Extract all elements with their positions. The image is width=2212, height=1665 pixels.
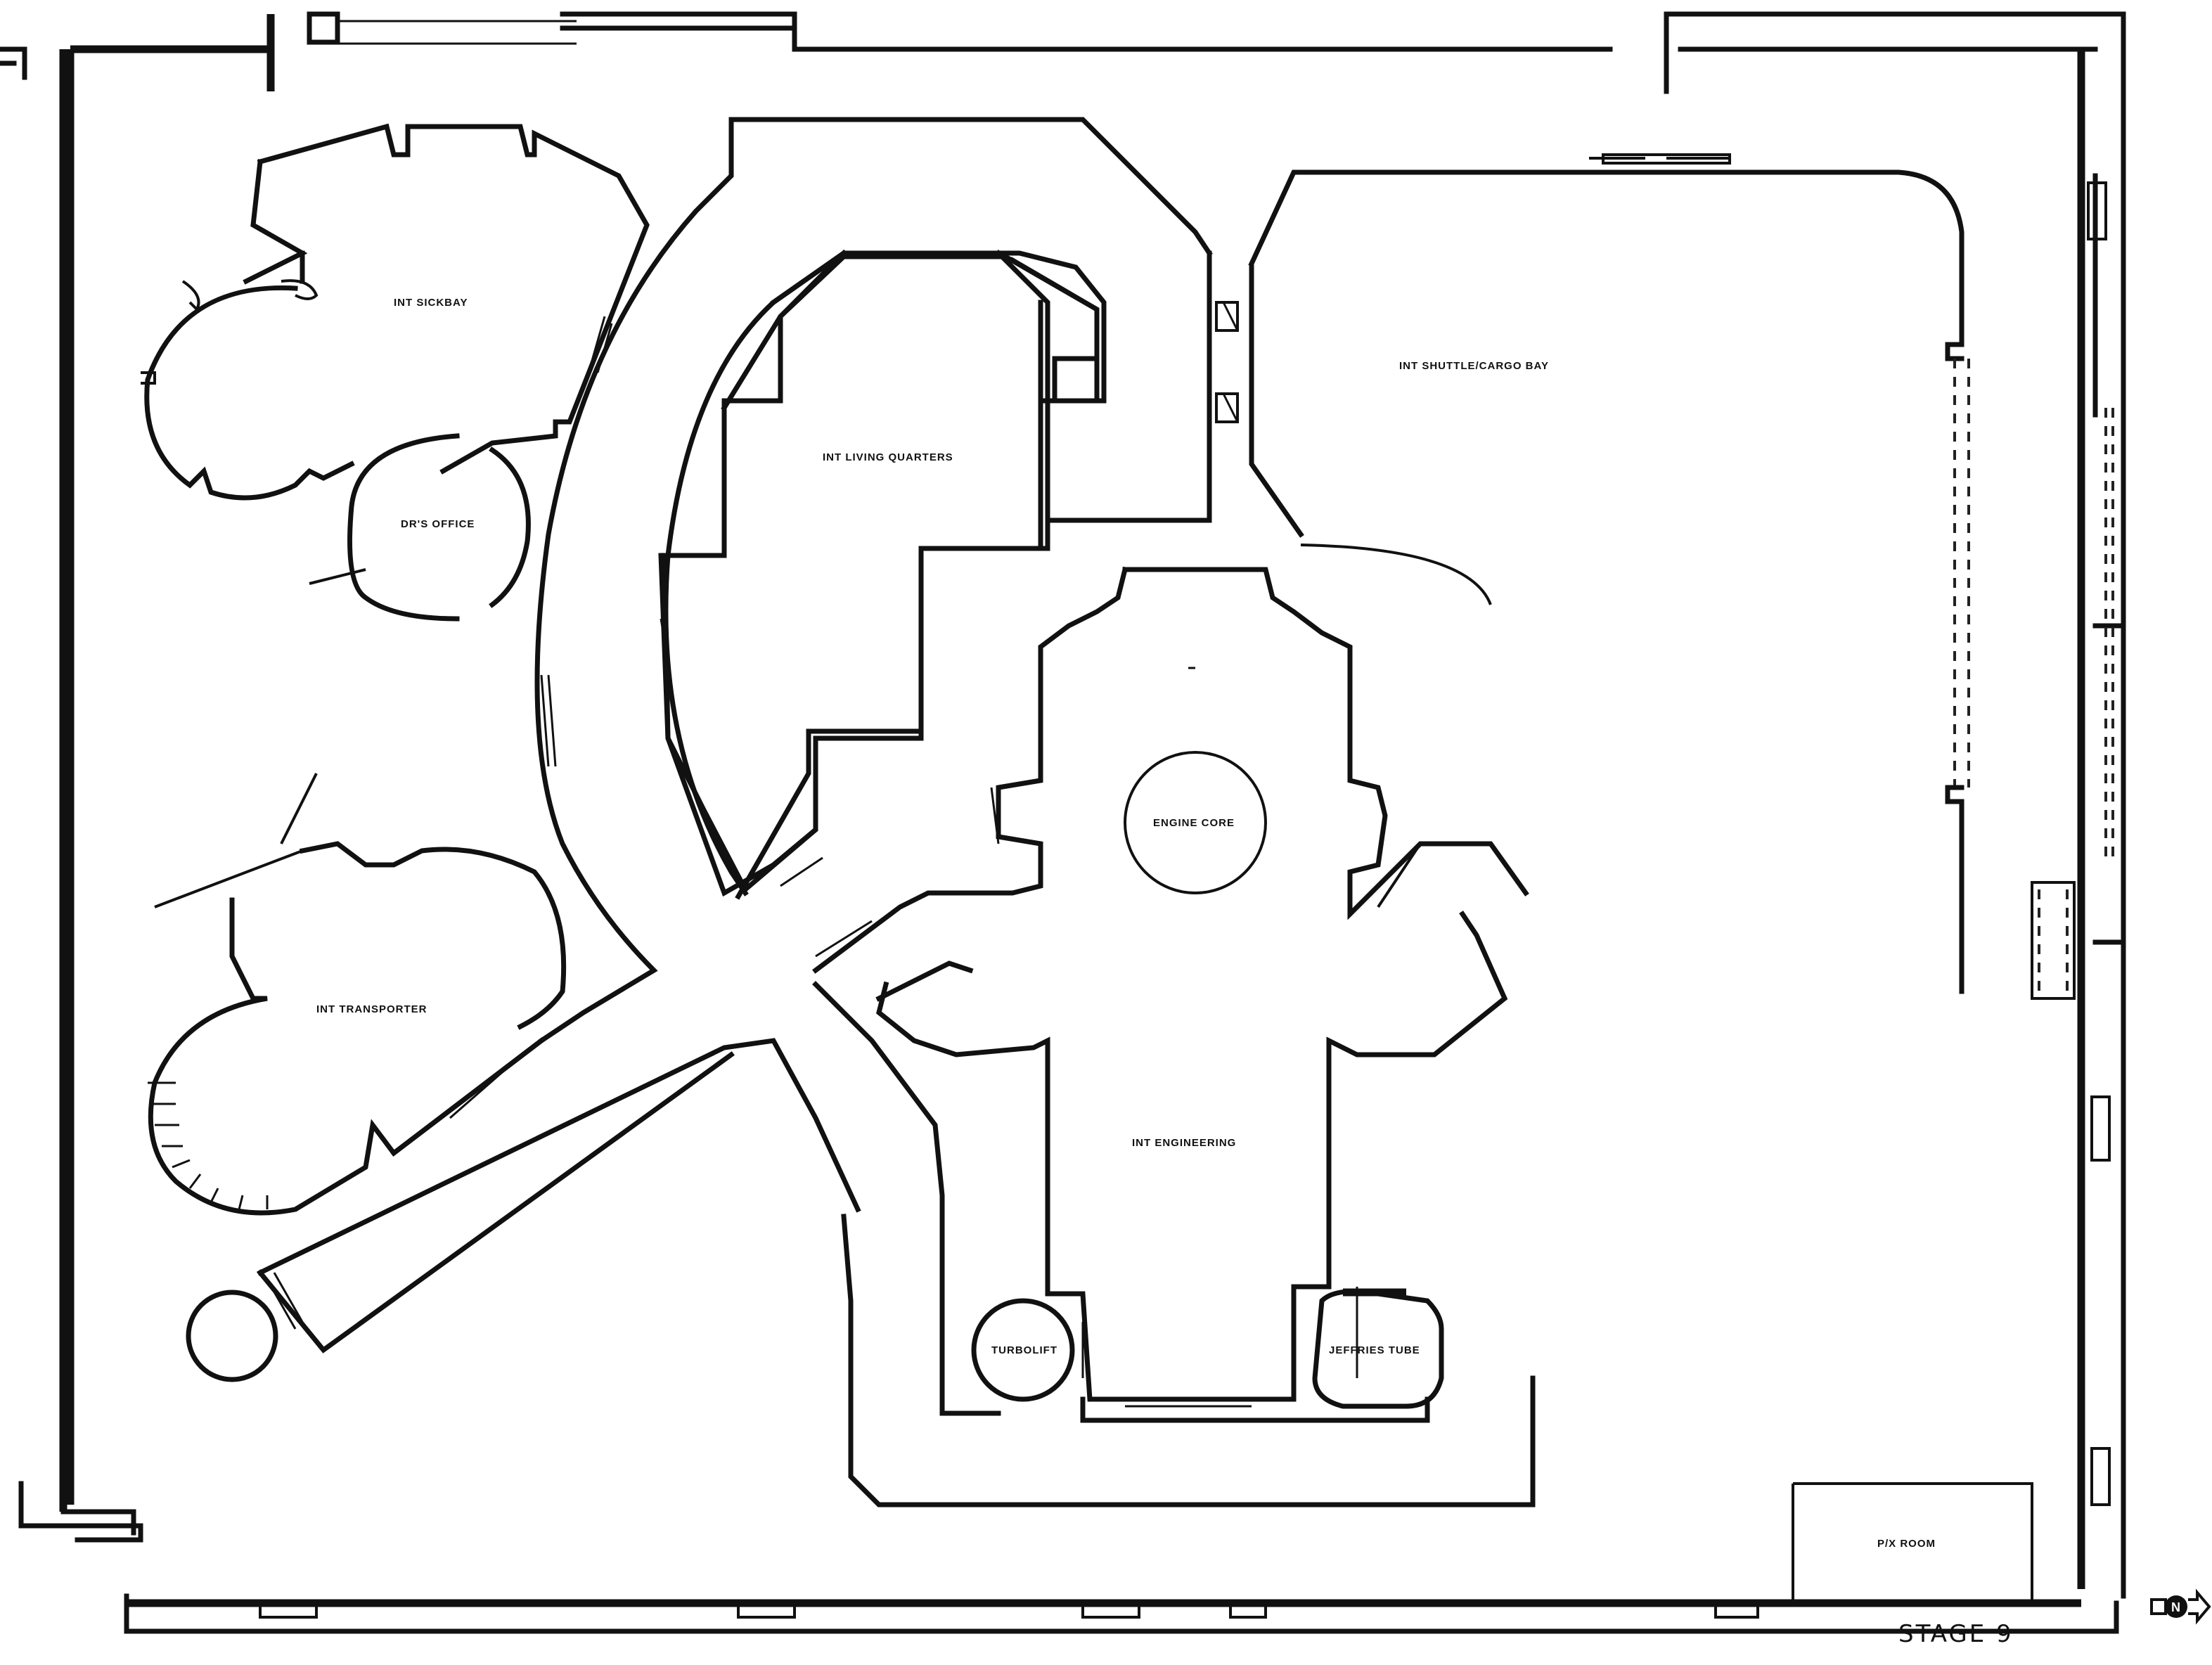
label-shuttle-cargo-bay: INT SHUTTLE/CARGO BAY: [1399, 360, 1549, 372]
label-px-room: P/X ROOM: [1877, 1538, 1936, 1550]
sw-corridor-walls: [186, 1037, 861, 1382]
label-sickbay: INT SICKBAY: [394, 297, 468, 309]
label-living-quarters: INT LIVING QUARTERS: [823, 451, 953, 463]
engineering-walls: [812, 566, 1536, 1508]
label-drs-office: DR'S OFFICE: [401, 518, 475, 530]
sickbay-walls: [141, 123, 650, 501]
north-arrow-icon: N: [2150, 1588, 2211, 1625]
label-turbolift: TURBOLIFT: [991, 1344, 1057, 1356]
north-arrow-letter: N: [2171, 1600, 2180, 1614]
transporter-walls: [148, 773, 567, 1216]
room-labels: INT SICKBAY DR'S OFFICE INT LIVING QUART…: [316, 297, 2014, 1648]
outer-stage-walls: [0, 11, 2126, 1634]
stage-label: STAGE 9: [1898, 1620, 2014, 1648]
label-transporter: INT TRANSPORTER: [316, 1003, 427, 1015]
door-hatch-marks: [449, 153, 1731, 1408]
label-engineering: INT ENGINEERING: [1132, 1137, 1236, 1149]
drs-office-walls: [309, 433, 531, 622]
shuttle-cargo-bay-walls: [1248, 169, 2033, 1603]
label-jeffries-tube: JEFFRIES TUBE: [1329, 1344, 1420, 1356]
turbolift-walls: [971, 1298, 1075, 1402]
label-warp-core: ENGINE CORE: [1153, 817, 1235, 829]
jeffries-tube-walls: [1312, 1288, 1444, 1409]
living-quarters-walls: [662, 254, 1100, 894]
